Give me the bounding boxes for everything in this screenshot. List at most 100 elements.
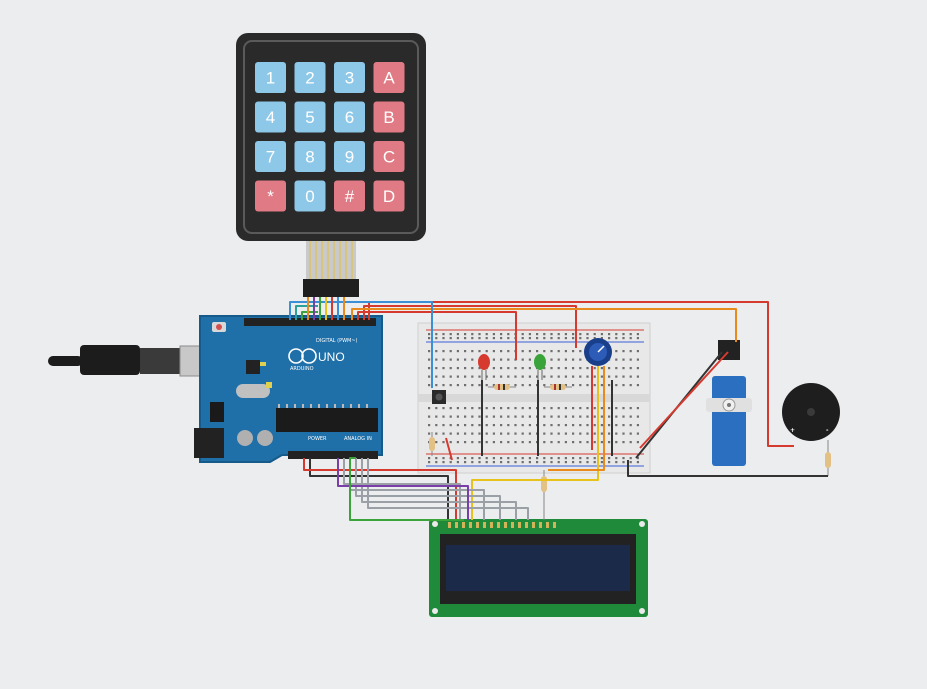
power-pins-label: POWER xyxy=(308,436,327,442)
power-analog-header[interactable] xyxy=(288,451,378,459)
wire-black-arduino-gnd xyxy=(309,458,449,520)
keypad-key-label: 1 xyxy=(266,69,275,88)
wire-red-keypad-2 xyxy=(357,311,517,360)
usb-chip xyxy=(246,360,260,374)
keypad-key-label: 8 xyxy=(305,148,314,167)
keypad-key-label: D xyxy=(383,187,395,206)
led-tx xyxy=(260,362,266,366)
voltage-regulator xyxy=(210,402,224,422)
keypad-key-9[interactable]: 9 xyxy=(334,141,365,172)
keypad-ribbon-cable xyxy=(303,241,359,297)
wire-buzzer-ground xyxy=(627,460,828,477)
keypad-key-label: 9 xyxy=(345,148,354,167)
keypad-key-#[interactable]: # xyxy=(334,180,365,212)
servo-motor[interactable] xyxy=(706,340,752,466)
keypad-key-label: # xyxy=(345,187,355,206)
keypad-key-face xyxy=(373,180,405,212)
lcd-16x2[interactable] xyxy=(429,470,648,617)
keypad-key-D[interactable]: D xyxy=(373,180,405,212)
wire-purple xyxy=(337,458,469,520)
resistor-button[interactable] xyxy=(429,432,435,456)
keypad-key-label: 0 xyxy=(305,187,314,206)
arduino-uno-board[interactable]: UNO ARDUINO DIGITAL (PWM~) POWER ANALOG … xyxy=(194,315,383,463)
capacitor-1 xyxy=(237,430,253,446)
atmega-chip xyxy=(276,408,378,432)
keypad-key-face xyxy=(255,180,286,212)
keypad-key-face xyxy=(294,62,326,93)
keypad-key-2[interactable]: 2 xyxy=(294,62,326,93)
dc-power-jack xyxy=(194,428,224,458)
keypad-key-face xyxy=(373,141,405,172)
analog-pins-label: ANALOG IN xyxy=(344,436,372,442)
piezo-buzzer[interactable]: + - xyxy=(782,383,840,441)
capacitor-2 xyxy=(257,430,273,446)
servo-body xyxy=(712,376,746,466)
keypad-key-label: 2 xyxy=(305,69,314,88)
wire-orange-lcd xyxy=(548,366,605,471)
keypad-key-face xyxy=(294,141,326,172)
wire-gray-4 xyxy=(361,458,517,520)
keypad-border xyxy=(243,40,419,234)
svg-text:-: - xyxy=(826,427,829,434)
resistor-buzzer[interactable] xyxy=(825,440,831,476)
keypad-key-6[interactable]: 6 xyxy=(334,101,365,133)
lcd-screen xyxy=(446,545,630,591)
digital-header[interactable] xyxy=(244,318,376,326)
crystal-oscillator xyxy=(236,384,270,398)
wiring xyxy=(289,297,828,521)
keypad-key-label: 3 xyxy=(345,69,354,88)
keypad-key-5[interactable]: 5 xyxy=(294,101,326,133)
arduino-logo-left-icon xyxy=(288,348,304,364)
keypad-key-face xyxy=(334,180,365,212)
keypad-key-face xyxy=(334,141,365,172)
red-led[interactable] xyxy=(478,354,490,380)
keypad-key-C[interactable]: C xyxy=(373,141,405,172)
keypad-key-label: 7 xyxy=(266,148,275,167)
wire-gray-5 xyxy=(367,458,529,520)
green-led[interactable] xyxy=(534,354,546,380)
keypad-key-B[interactable]: B xyxy=(373,101,405,133)
led-on xyxy=(266,382,272,388)
wire-red-btn xyxy=(445,437,453,461)
reset-button-cap xyxy=(216,324,222,330)
keypad-key-4[interactable]: 4 xyxy=(255,101,286,133)
board-model-label: UNO xyxy=(318,350,345,364)
keypad-key-face xyxy=(373,62,405,93)
keypad-key-*[interactable]: * xyxy=(255,180,286,212)
keypad-key-1[interactable]: 1 xyxy=(255,62,286,93)
keypad-key-7[interactable]: 7 xyxy=(255,141,286,172)
svg-text:+: + xyxy=(790,427,795,434)
wire-yellow xyxy=(471,366,599,520)
keypad-key-8[interactable]: 8 xyxy=(294,141,326,172)
resistor-red-led[interactable] xyxy=(488,384,516,390)
wire-green-keypad xyxy=(301,311,318,320)
keypad-key-label: * xyxy=(267,187,274,206)
keypad-key-0[interactable]: 0 xyxy=(294,180,326,212)
wire-orange-servo xyxy=(351,308,737,342)
keypad-key-face xyxy=(334,101,365,133)
keypad-key-label: B xyxy=(383,108,394,127)
wire-servo-red xyxy=(639,351,729,449)
keypad-key-face xyxy=(255,101,286,133)
push-button[interactable] xyxy=(432,390,446,404)
wire-blue xyxy=(289,301,433,388)
wire-teal xyxy=(295,305,318,320)
keypad-key-face xyxy=(373,101,405,133)
potentiometer[interactable] xyxy=(584,338,612,366)
keypad-key-face xyxy=(294,101,326,133)
keypad-key-label: C xyxy=(383,148,395,167)
keypad-key-A[interactable]: A xyxy=(373,62,405,93)
breadboard[interactable] xyxy=(417,322,651,474)
servo-connector xyxy=(718,340,740,360)
arduino-logo-right-icon xyxy=(301,348,317,364)
keypad-key-label: A xyxy=(383,69,395,88)
resistor-green-led[interactable] xyxy=(544,384,572,390)
keypad-key-face xyxy=(294,180,326,212)
resistor-lcd[interactable] xyxy=(541,470,547,520)
brand-label: ARDUINO xyxy=(290,366,314,372)
keypad-key-face xyxy=(255,141,286,172)
keypad-key-label: 4 xyxy=(266,108,275,127)
keypad-key-3[interactable]: 3 xyxy=(334,62,365,93)
